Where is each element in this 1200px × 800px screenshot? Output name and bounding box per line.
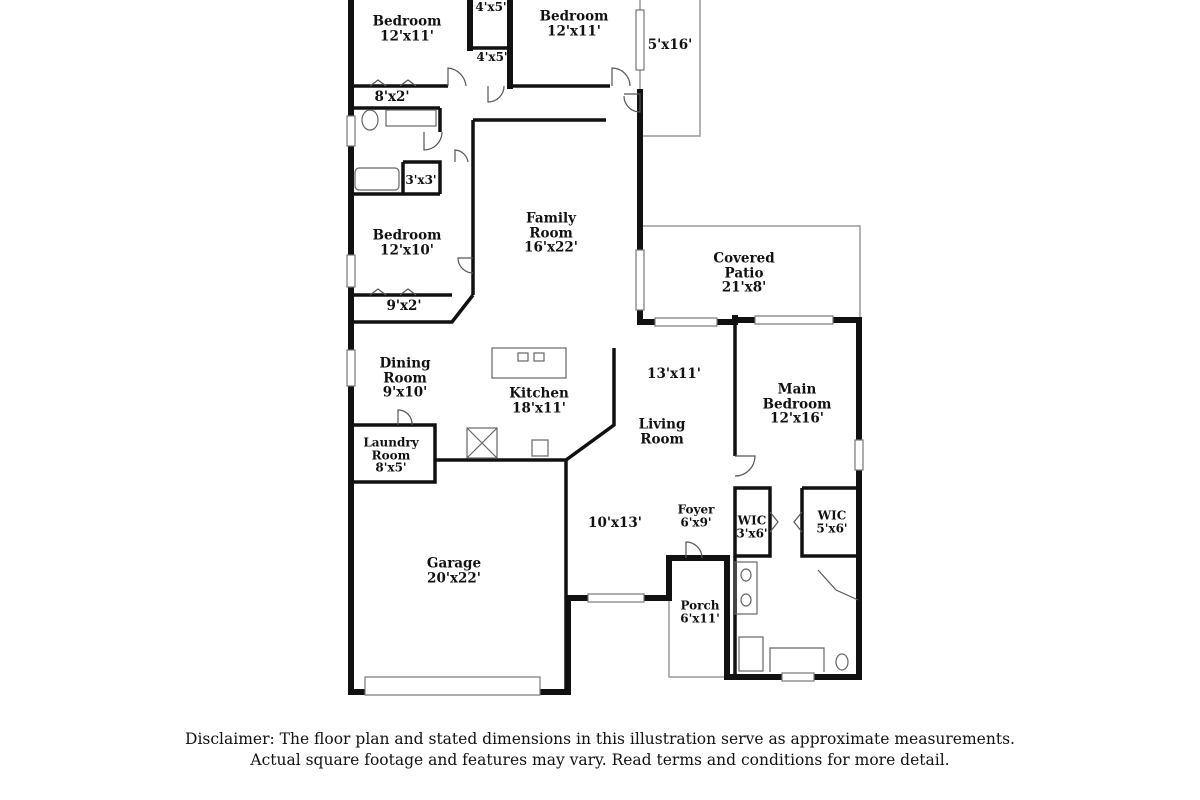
- hall-bath-vanity: [385, 109, 437, 127]
- room-living-room: Living Room: [638, 416, 686, 447]
- room-dimension: 3'x6': [736, 526, 768, 540]
- exterior-walls: [348, 0, 862, 695]
- room-wic-right: WIC 5'x6': [816, 508, 848, 535]
- room-name: Dining: [379, 355, 431, 372]
- room-closet-8x2: 8'x2': [374, 90, 409, 105]
- room-main-bedroom: Main Bedroom 12'x16': [763, 382, 832, 426]
- room-covered-patio: Covered Patio 21'x8': [713, 251, 774, 295]
- room-dimension: 10'x13': [588, 514, 642, 531]
- interior-walls: [351, 46, 859, 692]
- room-bedroom-top-right: Bedroom 12'x11': [539, 8, 609, 39]
- room-dimension: 13'x11': [647, 365, 701, 382]
- main-bath-vanity: [734, 561, 758, 615]
- room-name: Porch: [680, 598, 720, 613]
- room-wic-left: WIC 3'x6': [736, 513, 768, 540]
- balcony-outline: [639, 0, 701, 137]
- room-foyer: Foyer 6'x9': [677, 502, 715, 529]
- room-closet-top-b: 4'x5': [476, 51, 507, 64]
- room-closet-top-a: 4'x5': [475, 1, 506, 14]
- room-dimension: 12'x11': [547, 23, 601, 39]
- room-dimension: 6'x11': [680, 611, 720, 625]
- room-living-dim-top: 13'x11': [647, 367, 701, 382]
- main-bath-tub: [769, 647, 825, 672]
- room-living-dim-bottom: 10'x13': [588, 516, 642, 531]
- covered-patio-outline: [643, 225, 861, 318]
- room-name: Kitchen: [509, 385, 569, 402]
- room-closet-9x2: 9'x2': [386, 299, 421, 314]
- room-name: Patio: [724, 264, 764, 281]
- room-dimension: 5'x16': [647, 36, 693, 53]
- room-name: Room: [640, 431, 684, 447]
- room-kitchen: Kitchen 18'x11': [509, 385, 569, 416]
- room-family-room: Family Room 16'x22': [524, 211, 578, 255]
- disclaimer-line-2: Actual square footage and features may v…: [250, 751, 950, 769]
- room-laundry-room: Laundry Room 8'x5': [363, 436, 418, 474]
- room-name: Bedroom: [762, 395, 832, 412]
- main-bath-shower: [738, 636, 764, 672]
- room-name: WIC: [817, 508, 847, 523]
- room-dimension: 12'x10': [380, 242, 434, 258]
- closet-doors: [369, 79, 803, 533]
- room-porch: Porch 6'x11': [680, 598, 720, 625]
- disclaimer-text: Disclaimer: The floor plan and stated di…: [0, 729, 1200, 771]
- fixtures: [354, 109, 849, 672]
- room-name: Room: [371, 447, 411, 462]
- kitchen-fridge: [466, 427, 498, 459]
- room-dimension: 20'x22': [427, 570, 481, 586]
- floor-plan-drawing: [346, 0, 864, 696]
- room-dimension: 12'x11': [380, 28, 434, 44]
- room-dimension: 12'x16': [770, 410, 824, 427]
- room-balcony: 5'x16': [648, 38, 693, 53]
- outdoor-areas: [639, 0, 861, 678]
- room-dimension: 3'x3': [405, 172, 437, 187]
- room-dimension: 8'x5': [375, 460, 407, 475]
- doors: [397, 67, 859, 601]
- hall-bath-tub: [354, 167, 400, 191]
- room-dimension: 18'x11': [512, 400, 566, 416]
- porch-outline: [668, 598, 727, 678]
- room-name: Foyer: [677, 502, 715, 517]
- room-dimension: 4'x5': [476, 49, 508, 64]
- room-name: Covered: [713, 250, 775, 267]
- kitchen-range: [531, 439, 549, 457]
- room-closet-3x3: 3'x3': [405, 174, 436, 187]
- room-name: Main: [777, 381, 817, 398]
- room-dimension: 9'x2': [386, 297, 422, 314]
- room-name: Bedroom: [539, 8, 609, 25]
- room-dining-room: Dining Room 9'x10': [379, 356, 430, 400]
- room-name: Laundry: [363, 435, 419, 450]
- room-name: Family: [526, 210, 576, 227]
- room-dimension: 9'x10': [382, 384, 428, 401]
- room-dimension: 8'x2': [374, 88, 410, 105]
- room-bedroom-top-left: Bedroom 12'x11': [372, 13, 442, 44]
- room-name: Room: [529, 224, 573, 241]
- windows: [346, 9, 864, 696]
- room-dimension: 5'x6': [816, 521, 848, 535]
- room-name: Garage: [426, 555, 482, 572]
- room-bedroom-mid: Bedroom 12'x10': [372, 227, 442, 258]
- room-dimension: 4'x5': [475, 0, 507, 14]
- room-dimension: 21'x8': [721, 279, 767, 296]
- room-dimension: 6'x9': [680, 515, 712, 529]
- room-name: Bedroom: [372, 227, 442, 244]
- room-name: Living: [638, 416, 686, 433]
- room-name: WIC: [737, 513, 767, 528]
- room-garage: Garage 20'x22': [426, 555, 482, 586]
- room-name: Bedroom: [372, 13, 442, 30]
- kitchen-island: [491, 347, 567, 379]
- room-name: Room: [383, 369, 427, 386]
- disclaimer-line-1: Disclaimer: The floor plan and stated di…: [185, 730, 1015, 748]
- room-dimension: 16'x22': [524, 239, 578, 256]
